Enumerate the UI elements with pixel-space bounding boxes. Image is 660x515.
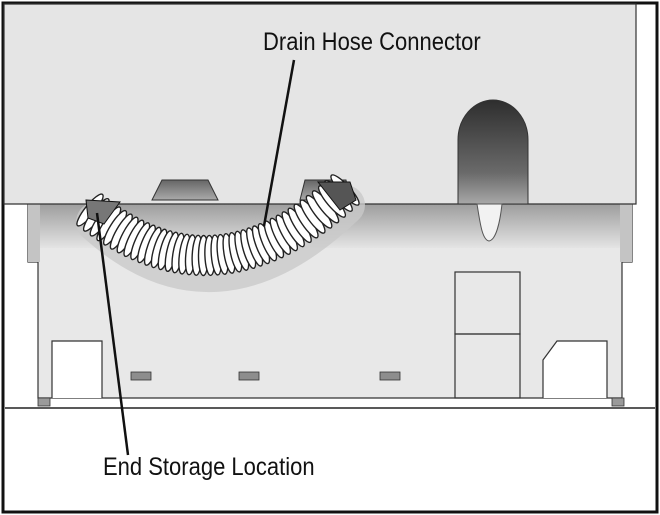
end-storage-location-label: End Storage Location [103, 453, 315, 481]
recess-side-right [620, 202, 632, 262]
hose-connector-end [316, 181, 357, 211]
recess-side-left [28, 202, 40, 262]
leader-line-end-storage-location [95, 212, 130, 456]
drain-hose [76, 174, 360, 277]
left-foot-notch [51, 340, 103, 398]
vent-slot-3 [379, 371, 401, 381]
floor [5, 408, 655, 510]
right-foot-notch [542, 340, 608, 398]
nub-left [151, 179, 219, 201]
vent-slot-1 [130, 371, 152, 381]
grip-hole [457, 99, 529, 205]
drain-hose-connector-label: Drain Hose Connector [263, 28, 481, 56]
leader-line-drain-hose-connector [262, 59, 296, 227]
leveling-foot-right [611, 397, 625, 407]
hose-storage-end [85, 199, 121, 225]
grip-drip [476, 203, 503, 242]
vent-slot-2 [238, 371, 260, 381]
access-panel-lower [454, 333, 521, 399]
leveling-foot-left [37, 397, 51, 407]
